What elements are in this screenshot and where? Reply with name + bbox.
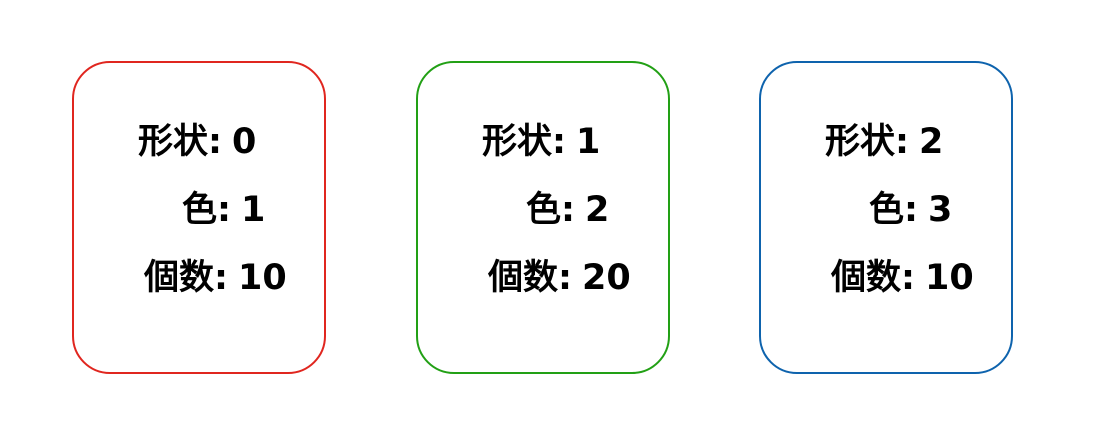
shape-value: 1 (576, 122, 601, 162)
count-value: 20 (582, 258, 631, 298)
shape-label: 形状: (482, 122, 566, 162)
color-row: 色: 3 (869, 193, 952, 228)
color-row: 色: 2 (526, 193, 609, 228)
card-1: 形状: 1 色: 2 個数: 20 (416, 61, 670, 374)
count-value: 10 (238, 258, 287, 298)
count-value: 10 (925, 258, 974, 298)
color-value: 2 (585, 190, 610, 230)
color-row: 色: 1 (182, 193, 265, 228)
card-0: 形状: 0 色: 1 個数: 10 (72, 61, 326, 374)
shape-row: 形状: 1 (482, 125, 600, 160)
shape-label: 形状: (138, 122, 222, 162)
shape-row: 形状: 2 (825, 125, 943, 160)
shape-label: 形状: (825, 122, 909, 162)
color-label: 色: (869, 190, 918, 230)
color-label: 色: (182, 190, 231, 230)
count-row: 個数: 20 (488, 261, 631, 296)
color-label: 色: (526, 190, 575, 230)
count-label: 個数: (488, 258, 572, 298)
count-label: 個数: (144, 258, 228, 298)
count-label: 個数: (831, 258, 915, 298)
color-value: 1 (241, 190, 266, 230)
count-row: 個数: 10 (831, 261, 974, 296)
color-value: 3 (928, 190, 953, 230)
shape-row: 形状: 0 (138, 125, 256, 160)
shape-value: 0 (232, 122, 257, 162)
count-row: 個数: 10 (144, 261, 287, 296)
shape-value: 2 (919, 122, 944, 162)
card-2: 形状: 2 色: 3 個数: 10 (759, 61, 1013, 374)
